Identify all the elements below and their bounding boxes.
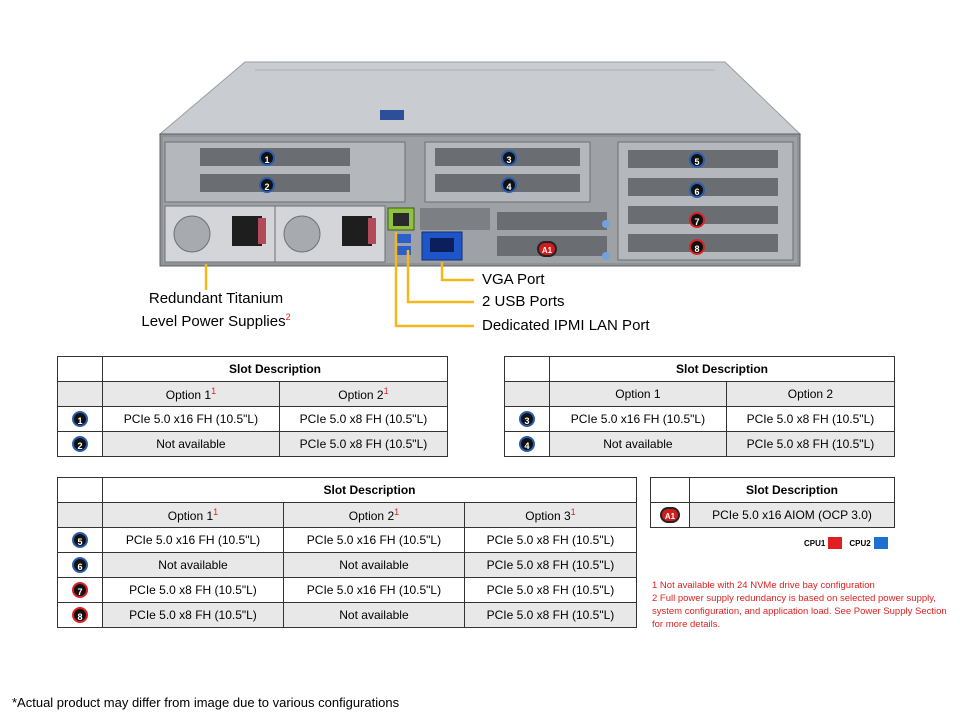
table-cell: PCIe 5.0 x8 FH (10.5"L): [463, 602, 638, 628]
table-cell: PCIe 5.0 x8 FH (10.5"L): [278, 431, 449, 457]
vga-port-label: VGA Port: [482, 271, 545, 288]
table-cell: PCIe 5.0 x8 FH (10.5"L): [725, 431, 896, 457]
table-cell: PCIe 5.0 x16 FH (10.5"L): [549, 406, 727, 432]
cpu-legend: CPU1 CPU2: [804, 537, 888, 549]
table1-title: Slot Description: [102, 356, 448, 382]
footnotes: 1 Not available with 24 NVMe drive bay c…: [652, 579, 952, 631]
table-cell: PCIe 5.0 x16 FH (10.5"L): [102, 406, 280, 432]
table2-slot-badge: 3: [519, 411, 535, 427]
table3-slot-badge: 8: [72, 607, 88, 623]
table-cell: PCIe 5.0 x8 FH (10.5"L): [102, 602, 284, 628]
table4-title: Slot Description: [689, 477, 895, 503]
table-cell: Not available: [102, 552, 284, 578]
cpu2-legend-label: CPU2: [849, 538, 871, 548]
table3-header-option3: Option 31: [463, 502, 638, 528]
slot-4-badge: 4: [501, 177, 517, 193]
table-cell: PCIe 5.0 x16 FH (10.5"L): [282, 577, 465, 603]
table-cell: PCIe 5.0 x16 AIOM (OCP 3.0): [689, 502, 895, 528]
table3-header-option1: Option 11: [102, 502, 284, 528]
slot-6-badge: 6: [689, 182, 705, 198]
table-cell: Not available: [282, 552, 465, 578]
table1-slot-badge: 1: [72, 411, 88, 427]
psu-label-line2: Level Power Supplies: [141, 313, 286, 330]
table2-header-option2: Option 2: [725, 381, 896, 407]
slot-a1-badge: A1: [537, 241, 557, 257]
table2-slot-badge: 4: [519, 436, 535, 452]
psu-label-line1: Redundant Titanium: [148, 290, 284, 307]
table-cell: PCIe 5.0 x8 FH (10.5"L): [278, 406, 449, 432]
slot-2-badge: 2: [259, 177, 275, 193]
table-cell: PCIe 5.0 x8 FH (10.5"L): [463, 577, 638, 603]
footnote-2: 2 Full power supply redundancy is based …: [652, 593, 947, 630]
table-cell: Not available: [102, 431, 280, 457]
table3-slot-badge: 6: [72, 557, 88, 573]
slot-table-4: Slot Description A1 PCIe 5.0 x16 AIOM (O…: [650, 477, 895, 528]
table-cell: PCIe 5.0 x8 FH (10.5"L): [725, 406, 896, 432]
slot-5-badge: 5: [689, 152, 705, 168]
cpu1-swatch: [828, 537, 843, 549]
usb-ports-label: 2 USB Ports: [482, 293, 565, 310]
slot-8-badge: 8: [689, 239, 705, 255]
table-cell: PCIe 5.0 x8 FH (10.5"L): [463, 527, 638, 553]
ipmi-port-label: Dedicated IPMI LAN Port: [482, 317, 650, 334]
table1-header-option1: Option 11: [102, 381, 280, 407]
slot-table-3: Slot Description Option 11 Option 21 Opt…: [57, 477, 638, 628]
slot-3-badge: 3: [501, 150, 517, 166]
slot-1-badge: 1: [259, 150, 275, 166]
table3-header-option2: Option 21: [282, 502, 465, 528]
slot-7-badge: 7: [689, 212, 705, 228]
table2-header-option1: Option 1: [549, 381, 727, 407]
footnote-1: 1 Not available with 24 NVMe drive bay c…: [652, 580, 875, 591]
table3-slot-badge: 5: [72, 532, 88, 548]
cpu1-legend-label: CPU1: [804, 538, 826, 548]
table-cell: PCIe 5.0 x8 FH (10.5"L): [463, 552, 638, 578]
table2-title: Slot Description: [549, 356, 895, 382]
table-cell: PCIe 5.0 x8 FH (10.5"L): [102, 577, 284, 603]
callout-lines: [204, 232, 474, 328]
table-cell: Not available: [282, 602, 465, 628]
table-cell: Not available: [549, 431, 727, 457]
table4-slot-badge: A1: [660, 507, 680, 523]
table-cell: PCIe 5.0 x16 FH (10.5"L): [102, 527, 284, 553]
table1-slot-badge: 2: [72, 436, 88, 452]
table3-slot-badge: 7: [72, 582, 88, 598]
slot-table-1: Slot Description Option 11 Option 21 1 P…: [57, 356, 449, 457]
table-cell: PCIe 5.0 x16 FH (10.5"L): [282, 527, 465, 553]
table3-title: Slot Description: [102, 477, 637, 503]
slot-table-2: Slot Description Option 1 Option 2 3 PCI…: [504, 356, 896, 457]
psu-label: Redundant Titanium Level Power Supplies2: [116, 289, 316, 331]
cpu2-swatch: [873, 537, 888, 549]
table1-header-option2: Option 21: [278, 381, 449, 407]
disclaimer: *Actual product may differ from image du…: [12, 695, 400, 710]
psu-footnote-mark: 2: [285, 312, 291, 322]
